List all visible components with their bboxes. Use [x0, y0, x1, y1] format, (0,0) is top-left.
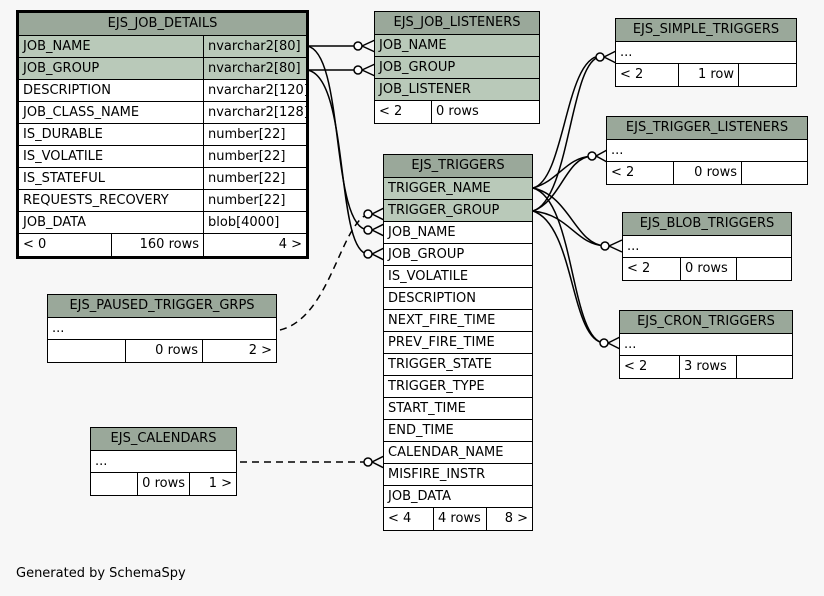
marker-triggers-group: [363, 209, 373, 219]
table-title: EJS_BLOB_TRIGGERS: [623, 213, 791, 236]
column-row: JOB_DATA: [384, 486, 532, 508]
column-row: DESCRIPTION: [384, 288, 532, 310]
marker-triggers-calendar: [363, 457, 373, 467]
column-row: TRIGGER_STATE: [384, 354, 532, 376]
marker-trig-listeners: [587, 151, 597, 161]
column-row: JOB_NAME: [375, 35, 539, 57]
column-row: JOB_LISTENER: [375, 79, 539, 101]
relation-triggers-to-simple-2: [532, 56, 601, 212]
marker-triggers-jobname: [363, 225, 373, 235]
table-title: EJS_SIMPLE_TRIGGERS: [616, 19, 796, 42]
relation-triggers-to-cron-2: [532, 210, 605, 344]
relation-paused-to-triggers: [279, 213, 369, 331]
column-row: ...: [620, 334, 792, 356]
column-row: NEXT_FIRE_TIME: [384, 310, 532, 332]
column-row: ...: [607, 140, 807, 162]
column-row: JOB_GROUP: [384, 244, 532, 266]
column-row: TRIGGER_NAME: [384, 178, 532, 200]
table-title: EJS_TRIGGER_LISTENERS: [607, 117, 807, 140]
table-title: EJS_JOB_LISTENERS: [375, 12, 539, 35]
table-title: EJS_CRON_TRIGGERS: [620, 311, 792, 334]
table-ejs-job-listeners[interactable]: EJS_JOB_LISTENERS JOB_NAME JOB_GROUP JOB…: [374, 11, 540, 124]
column-row: TRIGGER_TYPE: [384, 376, 532, 398]
relation-triggers-to-blob-2: [532, 210, 606, 247]
column-row: PREV_FIRE_TIME: [384, 332, 532, 354]
column-row: JOB_NAME: [384, 222, 532, 244]
column-row: TRIGGER_GROUP: [384, 200, 532, 222]
table-title: EJS_JOB_DETAILS: [19, 13, 306, 36]
column-row: ...: [623, 236, 791, 258]
relation-triggers-to-simple: [532, 55, 601, 189]
table-ejs-triggers[interactable]: EJS_TRIGGERS TRIGGER_NAME TRIGGER_GROUP …: [383, 154, 533, 531]
column-row: ...: [48, 318, 276, 340]
column-row: JOB_GROUP: [375, 57, 539, 79]
column-row: MISFIRE_INSTR: [384, 464, 532, 486]
relation-triggers-to-listeners-2: [532, 155, 593, 212]
relation-triggers-to-cron: [532, 187, 605, 344]
marker-listeners-group: [353, 65, 363, 75]
column-row: ...: [91, 451, 236, 473]
generated-by-footer: Generated by SchemaSpy: [16, 566, 186, 581]
column-row: END_TIME: [384, 420, 532, 442]
marker-listeners-name: [353, 41, 363, 51]
table-title: EJS_CALENDARS: [91, 428, 236, 451]
marker-triggers-jobgroup: [363, 249, 373, 259]
table-title: EJS_PAUSED_TRIGGER_GRPS: [48, 295, 276, 318]
column-row: IS_VOLATILE: [384, 266, 532, 288]
column-row: ...: [616, 42, 796, 64]
column-row: CALENDAR_NAME: [384, 442, 532, 464]
column-row: START_TIME: [384, 398, 532, 420]
marker-simple: [595, 52, 605, 62]
marker-blob: [600, 241, 610, 251]
table-title: EJS_TRIGGERS: [384, 155, 532, 178]
marker-cron: [599, 338, 609, 348]
relation-job-group-to-triggers: [306, 69, 369, 255]
